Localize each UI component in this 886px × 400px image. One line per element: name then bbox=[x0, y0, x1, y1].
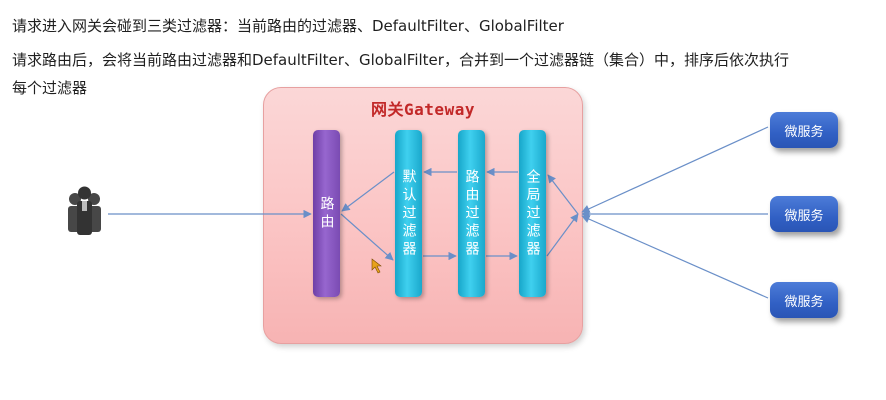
arrow-hub-to-global bbox=[547, 174, 579, 215]
cursor-icon bbox=[371, 258, 382, 274]
default-filter-bar: 默认过滤器 bbox=[395, 130, 422, 297]
description-line-3: 每个过滤器 bbox=[12, 79, 88, 97]
gateway-title: 网关Gateway bbox=[371, 100, 475, 119]
arrow-default-to-route bbox=[341, 171, 395, 212]
arrow-ms1-to-hub bbox=[581, 126, 769, 213]
microservice-box: 微服务 bbox=[770, 196, 838, 232]
description-line-2: 请求路由后，会将当前路由过滤器和DefaultFilter、GlobalFilt… bbox=[12, 51, 789, 69]
description-line-1: 请求进入网关会碰到三类过滤器：当前路由的过滤器、DefaultFilter、Gl… bbox=[12, 17, 564, 35]
global-filter-bar: 全局过滤器 bbox=[519, 130, 546, 297]
users-icon bbox=[68, 186, 101, 235]
arrow-route-to-default bbox=[340, 213, 394, 261]
route-filter-bar: 路由过滤器 bbox=[458, 130, 485, 297]
microservice-box: 微服务 bbox=[770, 112, 838, 148]
microservice-box: 微服务 bbox=[770, 282, 838, 318]
arrow-global-to-hub bbox=[546, 213, 579, 257]
arrow-ms3-to-hub bbox=[581, 215, 769, 299]
route-bar: 路由 bbox=[313, 130, 340, 297]
